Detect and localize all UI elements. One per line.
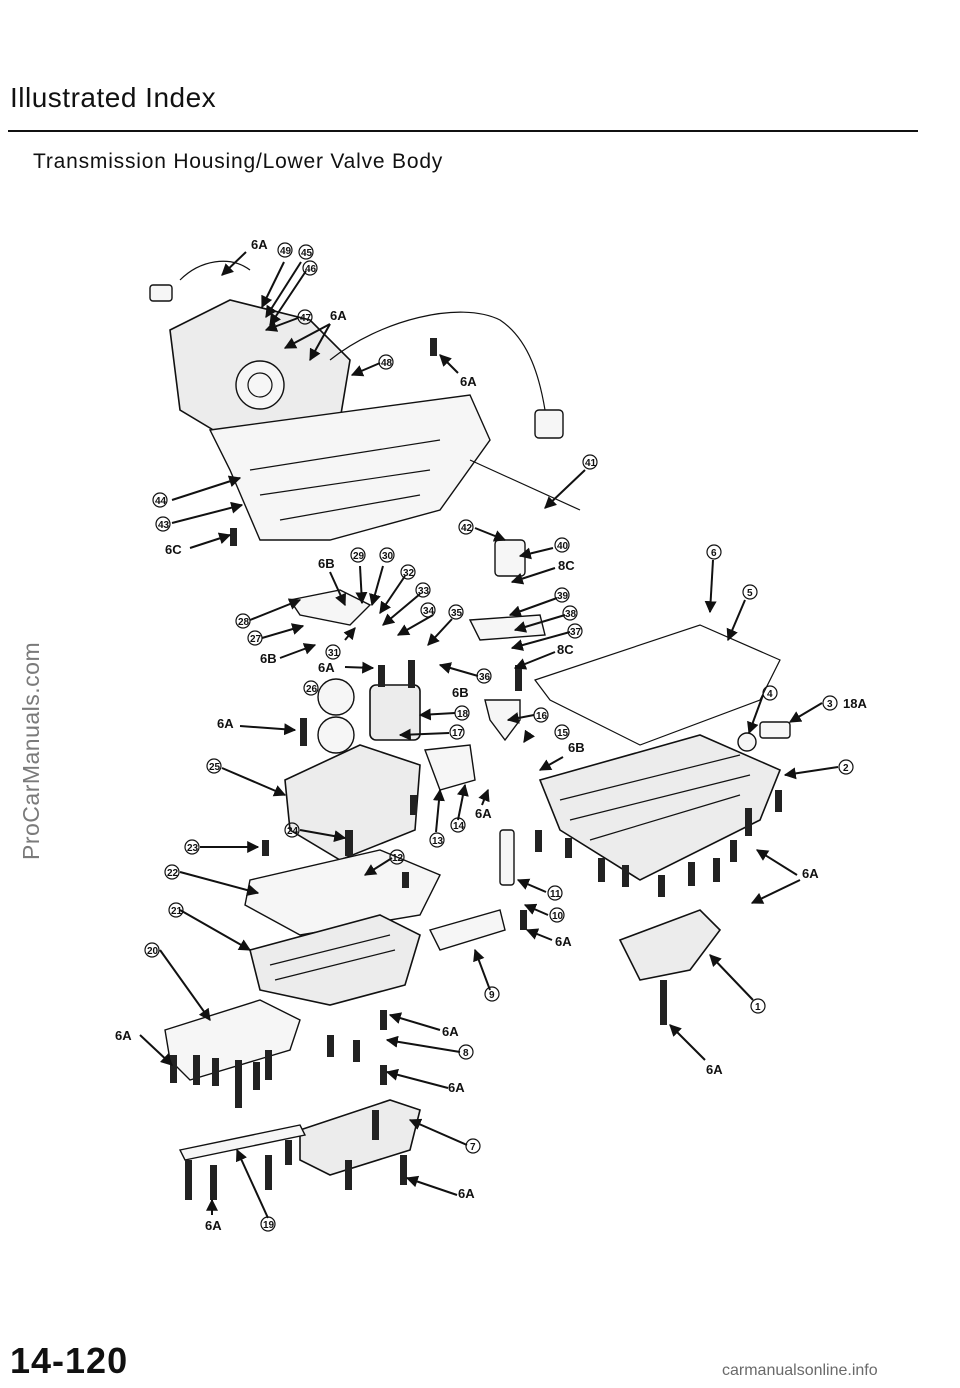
callout-6a: 6A (251, 237, 268, 252)
callout-6a: 6A (706, 1062, 723, 1077)
callout-6a: 6A (555, 934, 572, 949)
page-number: 14-120 (10, 1340, 129, 1381)
callout-6b: 6B (568, 740, 585, 755)
callout-46: 46 (305, 264, 317, 275)
callout-6a: 6A (217, 716, 234, 731)
page-title: Illustrated Index (10, 82, 217, 113)
callout-38: 38 (565, 609, 577, 620)
callout-23: 23 (187, 843, 199, 854)
callout-31: 31 (328, 648, 340, 659)
callout-47: 47 (300, 313, 312, 324)
callout-43: 43 (158, 520, 170, 531)
section-subtitle: Transmission Housing/Lower Valve Body (33, 150, 444, 173)
callout-6b: 6B (260, 651, 277, 666)
transmission-housing (169, 299, 491, 541)
callout-6a: 6A (458, 1186, 475, 1201)
callout-34: 34 (423, 606, 435, 617)
callout-25: 25 (209, 762, 221, 773)
callout-4: 4 (767, 689, 773, 700)
callout-45: 45 (301, 248, 313, 259)
solenoid-assembly (317, 678, 421, 754)
callout-14: 14 (453, 821, 465, 832)
callout-6c: 6C (165, 542, 182, 557)
callout-labels: 6A 49 45 46 47 6A 48 6A 41 44 43 6C 42 4… (115, 237, 867, 1233)
callout-6a: 6A (318, 660, 335, 675)
callout-6a: 6A (460, 374, 477, 389)
callout-3: 3 (827, 699, 833, 710)
callout-13: 13 (432, 836, 444, 847)
callout-28: 28 (238, 617, 250, 628)
callout-6a: 6A (448, 1080, 465, 1095)
accumulator-body (284, 744, 421, 861)
callout-29: 29 (353, 551, 365, 562)
drain-plug (737, 721, 791, 752)
callout-35: 35 (451, 608, 463, 619)
callout-19: 19 (263, 1220, 275, 1231)
callout-12: 12 (392, 853, 404, 864)
filter-plate (164, 999, 301, 1081)
oil-pan-gasket (534, 624, 781, 746)
callout-48: 48 (381, 358, 393, 369)
callout-1: 1 (755, 1002, 761, 1013)
callout-6b: 6B (318, 556, 335, 571)
detent-spring (428, 829, 515, 951)
callout-6a: 6A (205, 1218, 222, 1233)
callout-39: 39 (557, 591, 569, 602)
callout-22: 22 (167, 868, 179, 879)
callout-17: 17 (452, 728, 464, 739)
callout-5: 5 (747, 588, 753, 599)
callout-6a: 6A (330, 308, 347, 323)
wire-harness (149, 260, 564, 439)
callout-27: 27 (250, 634, 262, 645)
callout-41: 41 (585, 458, 597, 469)
callout-24: 24 (287, 826, 299, 837)
callout-36: 36 (479, 672, 491, 683)
callout-6a: 6A (115, 1028, 132, 1043)
callout-6a: 6A (442, 1024, 459, 1039)
callout-49: 49 (280, 246, 292, 257)
callout-15: 15 (557, 728, 569, 739)
gasket-strip (178, 1124, 307, 1161)
callout-18a: 18A (843, 696, 867, 711)
valve-cover (299, 1099, 421, 1176)
callout-6b: 6B (452, 685, 469, 700)
callout-21: 21 (171, 906, 183, 917)
callout-20: 20 (147, 946, 159, 957)
callout-7: 7 (470, 1142, 476, 1153)
shift-fork (424, 699, 521, 791)
bolts (170, 338, 782, 1200)
callout-11: 11 (550, 889, 561, 900)
separator-plate (244, 849, 441, 936)
callout-18: 18 (457, 709, 469, 720)
callout-16: 16 (536, 711, 548, 722)
oil-pan (538, 734, 782, 881)
cover-plate (618, 909, 722, 981)
callout-8: 8 (463, 1048, 469, 1059)
callout-33: 33 (418, 586, 430, 597)
callout-40: 40 (557, 541, 569, 552)
callout-10: 10 (552, 911, 564, 922)
footer-url: carmanualsonline.info (722, 1362, 878, 1379)
callout-6a: 6A (802, 866, 819, 881)
callout-30: 30 (382, 551, 394, 562)
callout-44: 44 (155, 496, 167, 507)
watermark: ProCarManuals.com (18, 641, 44, 860)
callout-37: 37 (570, 627, 582, 638)
callout-9: 9 (489, 990, 495, 1001)
leader-arrows (139, 251, 839, 1219)
shift-shaft (469, 459, 581, 511)
callout-8c: 8C (557, 642, 574, 657)
lower-valve-body (249, 914, 421, 1006)
title-rule (8, 130, 918, 132)
callout-2: 2 (843, 763, 849, 774)
callout-8c: 8C (558, 558, 575, 573)
callout-6a: 6A (475, 806, 492, 821)
callout-26: 26 (306, 684, 318, 695)
callout-32: 32 (403, 568, 415, 579)
callout-6: 6 (711, 548, 717, 559)
callout-42: 42 (461, 523, 473, 534)
